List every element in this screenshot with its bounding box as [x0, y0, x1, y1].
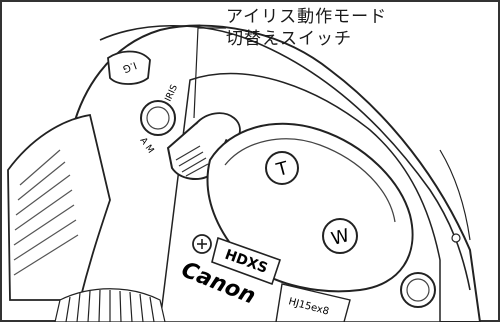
small-screw-icon	[451, 233, 461, 243]
screw-icon	[192, 234, 212, 254]
iris-mode-switch-callout: アイリス動作モード 切替えスイッチ	[226, 6, 387, 50]
tele-button[interactable]: T	[265, 151, 299, 185]
wide-label: W	[329, 225, 352, 250]
switch-grip-lines	[175, 145, 209, 177]
callout-line-2: 切替えスイッチ	[226, 29, 352, 49]
side-edge-detail	[439, 149, 471, 241]
iris-button[interactable]	[140, 100, 176, 136]
callout-line-1: アイリス動作モード	[226, 7, 388, 27]
strap-texture	[13, 149, 79, 276]
model-plate: HJ15ex8	[275, 283, 351, 323]
callout-leader-line	[193, 27, 226, 119]
hand-strap	[7, 113, 111, 301]
grip-top-ridge	[99, 24, 471, 291]
one-push-button[interactable]: I.G	[107, 50, 151, 85]
ret-button[interactable]	[400, 272, 436, 308]
zoom-ring	[54, 288, 166, 323]
wide-button[interactable]: W	[322, 218, 358, 254]
one-push-label: I.G	[121, 59, 138, 74]
